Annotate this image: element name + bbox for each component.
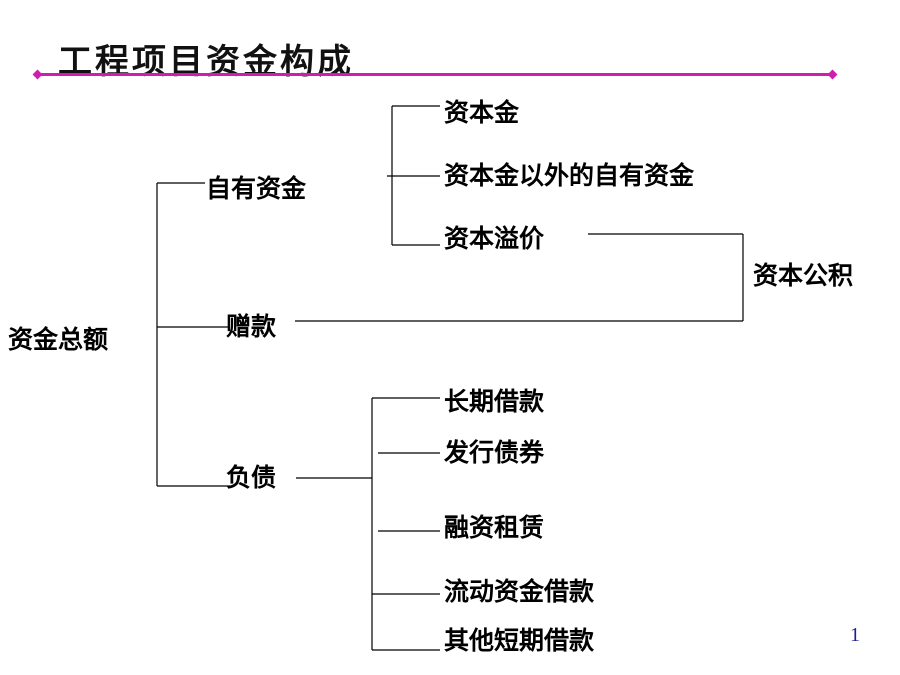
node-donation: 赠款 [226,312,277,341]
node-liabilities: 负债 [226,463,277,492]
page-number: 1 [850,624,860,646]
node-bond-issue: 发行债券 [444,438,545,467]
node-root: 资金总额 [8,325,109,354]
node-own-funds: 自有资金 [206,174,307,203]
node-capital-reserve: 资本公积 [753,261,854,290]
node-capital: 资本金 [444,98,520,127]
node-financial-lease: 融资租赁 [444,513,545,542]
node-working-capital-loan: 流动资金借款 [444,577,595,606]
node-capital-premium: 资本溢价 [444,224,545,253]
node-other-short-term-loan: 其他短期借款 [444,626,595,655]
title-underline [38,73,834,76]
node-other-own-funds: 资本金以外的自有资金 [444,161,695,190]
node-long-term-loan: 长期借款 [444,387,545,416]
